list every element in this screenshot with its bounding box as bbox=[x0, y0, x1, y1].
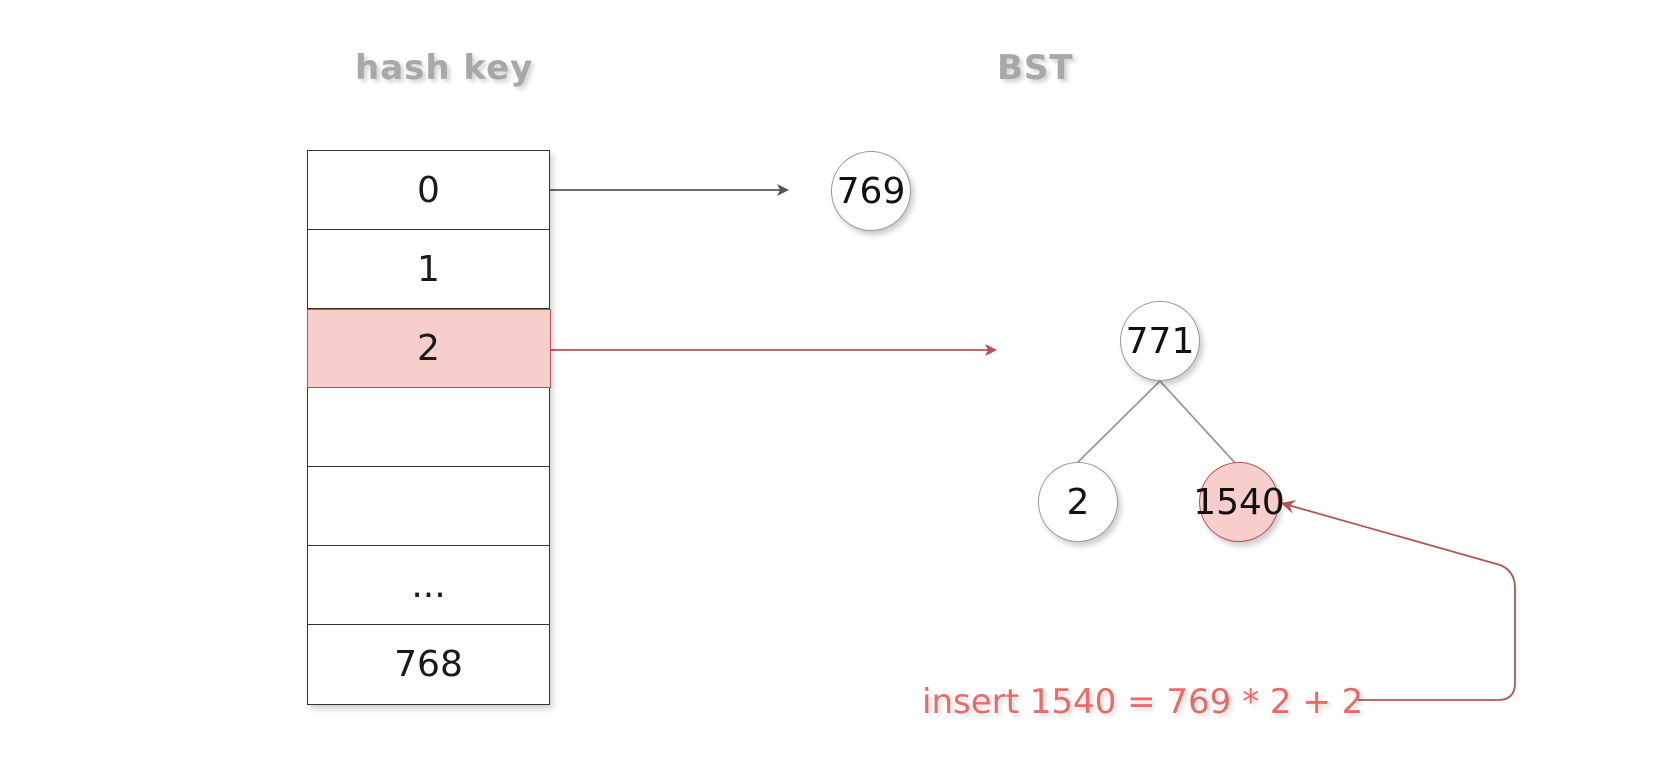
edge-771-1540 bbox=[1159, 380, 1237, 465]
hash-key-title: hash key bbox=[355, 48, 534, 88]
arrow-insert bbox=[1280, 500, 1516, 701]
hash-cell-4 bbox=[308, 467, 549, 546]
bst-node-1540: 1540 bbox=[1193, 462, 1285, 542]
bst-node-769: 769 bbox=[831, 151, 911, 231]
insert-annotation: insert 1540 = 769 * 2 + 2 bbox=[922, 682, 1364, 722]
hash-table: 0 1 2 ... 768 bbox=[306, 150, 551, 705]
hash-cell-1: 1 bbox=[308, 230, 549, 309]
bst-title: BST bbox=[997, 48, 1074, 88]
hash-cell-2: 2 bbox=[306, 309, 551, 388]
hash-cell-0: 0 bbox=[308, 151, 549, 230]
hash-cell-768: 768 bbox=[394, 644, 463, 685]
hash-cell-ellipsis: ... bbox=[308, 546, 549, 625]
hash-cell-3 bbox=[308, 388, 549, 467]
edge-771-2 bbox=[1075, 380, 1161, 465]
bst-node-2: 2 bbox=[1038, 462, 1118, 542]
bst-node-771: 771 bbox=[1120, 301, 1200, 381]
